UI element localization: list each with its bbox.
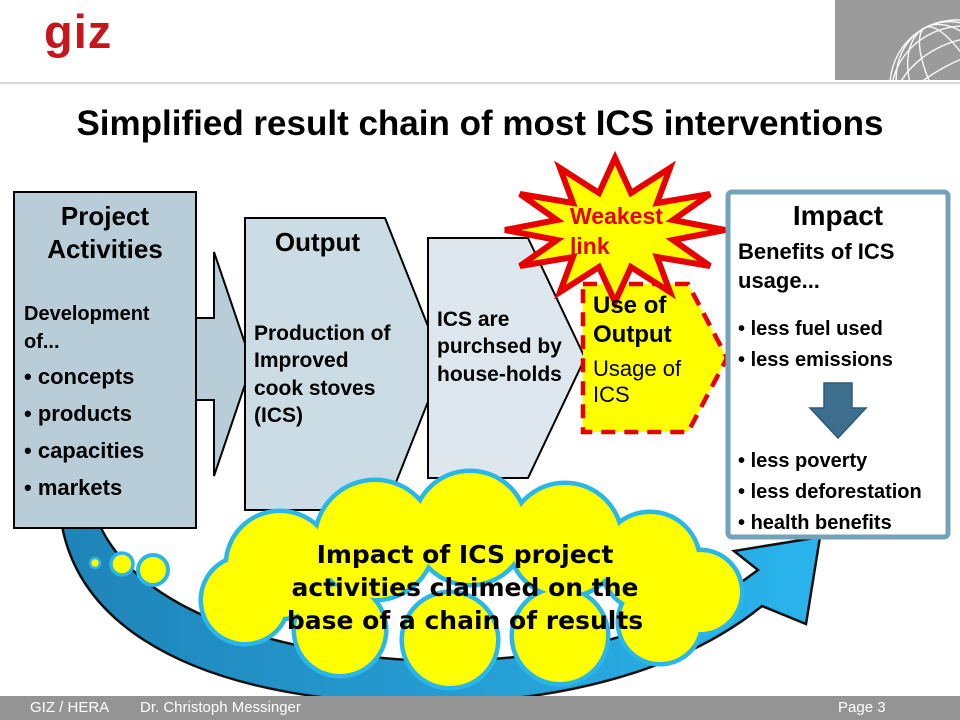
project-activities-title: Project Activities [47, 201, 163, 264]
list-item: health benefits [738, 508, 944, 539]
giz-logo: giz [44, 5, 113, 58]
list-item: less poverty [738, 446, 944, 477]
impact-bullets-top: less fuel used less emissions [738, 314, 944, 376]
flow-arrow [195, 251, 254, 477]
thought-dots [88, 551, 170, 587]
list-item: less deforestation [738, 477, 944, 508]
weakest-link-label: Weakest link [570, 203, 663, 259]
footer-page-number: Page 3 [838, 699, 886, 716]
purchase-body: ICS are purchsed by house-holds [437, 308, 562, 386]
impact-bullets-bottom: less poverty less deforestation health b… [738, 446, 944, 539]
thought-cloud [198, 468, 745, 691]
use-of-output-subtitle: Usage of ICS [593, 356, 682, 408]
weakest-link-starburst [504, 150, 726, 310]
output-title: Output [274, 227, 361, 257]
thought-dot [88, 556, 102, 570]
purchase-chevron [427, 237, 587, 479]
output-body: Production of Improved cook stoves (ICS) [254, 322, 391, 427]
thought-dot [136, 553, 170, 587]
list-item: less emissions [738, 345, 944, 376]
impact-title: Impact [792, 200, 884, 231]
slide-title: Simplified result chain of most ICS inte… [76, 104, 884, 143]
project-activities-bullets: concepts products capacities markets [24, 358, 189, 506]
list-item: products [24, 395, 189, 432]
thought-dot [109, 551, 135, 577]
use-of-output-title: Use of Output [593, 292, 672, 348]
thought-cloud-text: Impact of ICS project activities claimed… [286, 540, 644, 635]
list-item: concepts [24, 358, 189, 395]
use-of-output-box [580, 281, 730, 435]
output-chevron [244, 217, 445, 511]
impact-down-arrow [808, 382, 868, 440]
impact-subtitle: Benefits of ICS usage... [738, 239, 895, 293]
list-item: capacities [24, 432, 189, 469]
footer-bar [0, 696, 960, 720]
header-divider [0, 82, 960, 84]
footer-author: Dr. Christoph Messinger [140, 699, 301, 716]
project-activities-subtitle: Development of... [24, 303, 150, 353]
footer-org: GIZ / HERA [30, 699, 110, 716]
list-item: markets [24, 469, 189, 506]
list-item: less fuel used [738, 314, 944, 345]
